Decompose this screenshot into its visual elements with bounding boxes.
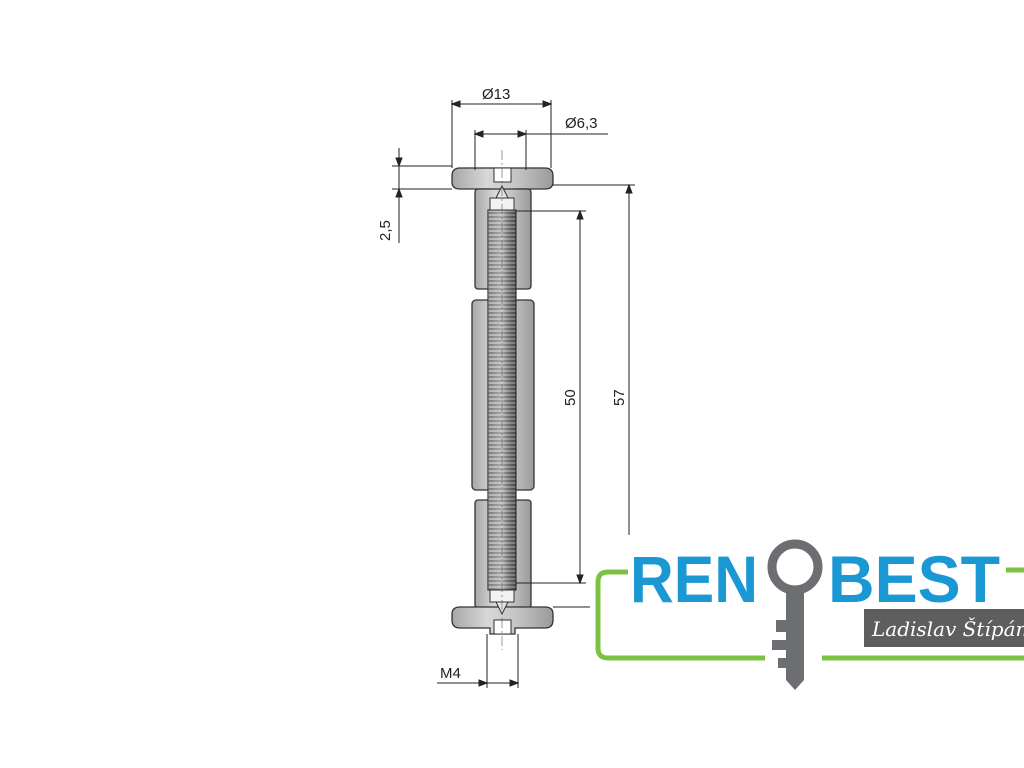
owner-name-bar [864, 609, 1024, 647]
dim-thread-length: 50 [562, 389, 579, 406]
dim-head-thickness: 2,5 [377, 220, 394, 241]
dimension-lines [392, 100, 635, 688]
dim-head-diameter: Ø13 [482, 86, 510, 103]
renobest-logo: REN BEST Ladislav Štípán [595, 539, 1024, 690]
connector-part [451, 150, 554, 650]
dim-thread-size: M4 [440, 665, 461, 682]
brand-name-right: BEST [828, 542, 1000, 616]
owner-name: Ladislav Štípán [871, 617, 1024, 641]
brand-name-left: REN [630, 542, 758, 616]
dim-shank-diameter: Ø6,3 [565, 115, 598, 132]
logo-frame [595, 569, 765, 661]
dim-total-length: 57 [611, 389, 628, 406]
key-icon [767, 539, 823, 690]
